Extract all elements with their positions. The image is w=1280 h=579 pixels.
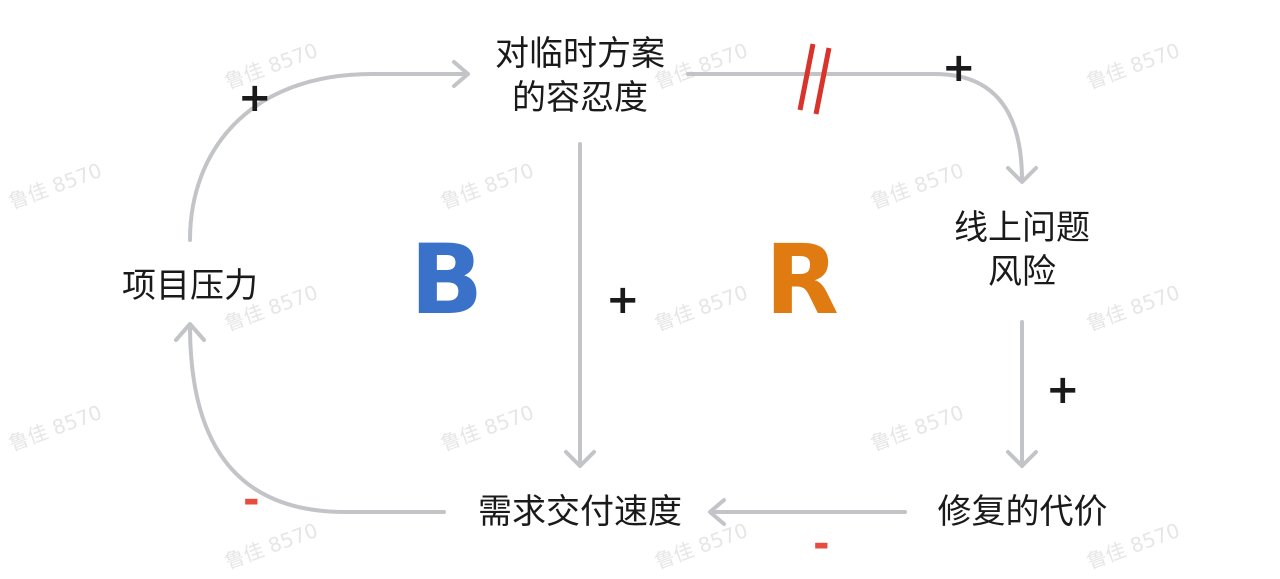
node-speed: 需求交付速度 bbox=[478, 492, 682, 532]
node-tolerance-line2: 的容忍度 bbox=[512, 78, 648, 118]
loop-label-balancing: B bbox=[410, 224, 484, 336]
node-cost: 修复的代价 bbox=[937, 492, 1108, 532]
polarity-risk-to-cost: + bbox=[1046, 367, 1080, 413]
arrowhead-tolerance bbox=[452, 60, 470, 88]
arrowhead-speed bbox=[564, 450, 596, 468]
arrowhead-risk bbox=[1006, 166, 1038, 184]
polarity-tolerance-to-risk: + bbox=[942, 45, 976, 91]
node-risk: 线上问题 风险 bbox=[932, 206, 1112, 294]
arrow-speed-to-pressure bbox=[188, 324, 446, 514]
node-risk-line2: 风险 bbox=[988, 252, 1056, 292]
arrowhead-pressure bbox=[174, 322, 206, 342]
node-tolerance-line1: 对临时方案 bbox=[495, 34, 665, 74]
arrowhead-cost bbox=[1006, 450, 1038, 468]
node-risk-line1: 线上问题 bbox=[954, 208, 1090, 248]
arrow-tolerance-to-risk bbox=[686, 72, 1024, 182]
polarity-tolerance-to-speed: + bbox=[606, 277, 640, 323]
polarity-pressure-to-tolerance: + bbox=[238, 75, 272, 121]
loop-label-reinforcing: R bbox=[765, 224, 839, 336]
arrowhead-speed-left bbox=[708, 498, 726, 526]
polarity-cost-to-speed: - bbox=[813, 521, 830, 567]
delay-mark bbox=[797, 43, 832, 115]
polarity-speed-to-pressure: - bbox=[243, 477, 260, 523]
node-pressure: 项目压力 bbox=[122, 266, 258, 306]
arrow-pressure-to-tolerance bbox=[188, 72, 468, 242]
node-tolerance: 对临时方案 的容忍度 bbox=[470, 32, 690, 120]
